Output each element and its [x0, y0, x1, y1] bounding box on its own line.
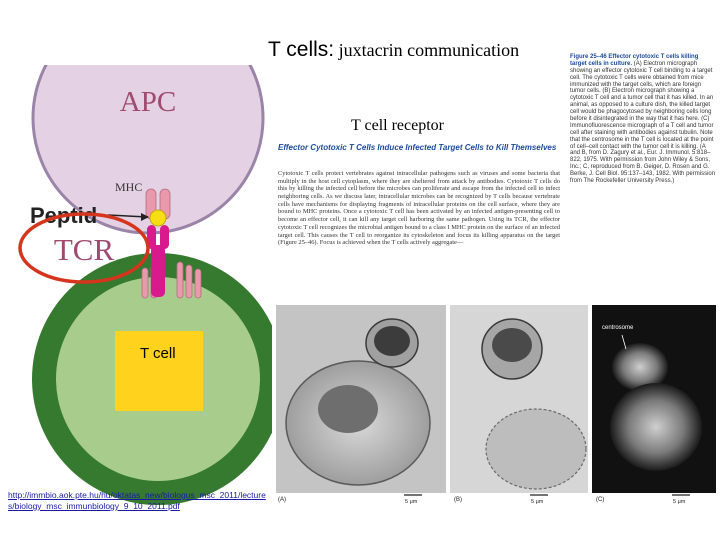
tcr-highlight: [18, 212, 150, 284]
textbook-heading: Effector Cytotoxic T Cells Induce Infect…: [278, 143, 557, 152]
textbook-body: Cytotoxic T cells protect vertebrates ag…: [278, 170, 560, 247]
receptor-label: T cell receptor: [351, 117, 444, 134]
panel-b-dead-cell: [485, 408, 587, 490]
panel-a-label: (A): [278, 497, 286, 503]
slide-title-rest: juxtacrin communication: [334, 40, 520, 60]
caption-body: (A) Electron micrograph showing an effec…: [570, 60, 716, 185]
panel-b-label: (B): [454, 497, 462, 503]
panel-c-tumor-cell: [610, 383, 702, 471]
panel-c-tcell: [612, 343, 668, 391]
peptide-arrowhead: [141, 213, 149, 221]
tcr-label: TCR: [54, 232, 115, 267]
tcell-label: T cell: [140, 345, 176, 362]
source-link[interactable]: http://immbio.aok.pte.hu/hu/oktatas_new/…: [8, 490, 266, 512]
peptide: [149, 209, 167, 227]
slide-title: T cells: juxtacrin communication: [268, 38, 519, 62]
tcell-nucleus: [115, 331, 203, 411]
panel-a-tcell-nucleus: [374, 326, 410, 356]
micrograph-panels: (A) 5 μm (B) 5 μm centrosome (C) 5 μm: [276, 305, 716, 505]
panel-a-scale: 5 μm: [405, 499, 418, 505]
apc-label: APC: [120, 86, 176, 118]
caption-heading: Figure 25–46 Effector cytotoxic T cells …: [570, 54, 699, 67]
textbook-excerpt: Effector Cytotoxic T Cells Induce Infect…: [272, 143, 564, 304]
tcr-diagram: APC MHC Peptid TCR: [18, 65, 272, 505]
mhc-label: MHC: [115, 180, 142, 194]
figure-caption: Figure 25–46 Effector cytotoxic T cells …: [570, 54, 716, 185]
slide-title-bold: T cells:: [268, 38, 335, 61]
panel-c-label: (C): [596, 497, 604, 503]
tcr-molecule: [147, 225, 169, 297]
panel-b-tcell-nucleus: [492, 328, 532, 362]
centrosome-pointer: [621, 334, 627, 350]
centrosome-label: centrosome: [602, 325, 634, 331]
panel-c-scale: 5 μm: [673, 499, 686, 505]
panel-a-tumor-nucleus: [318, 385, 378, 433]
panel-b-scale: 5 μm: [531, 499, 544, 505]
